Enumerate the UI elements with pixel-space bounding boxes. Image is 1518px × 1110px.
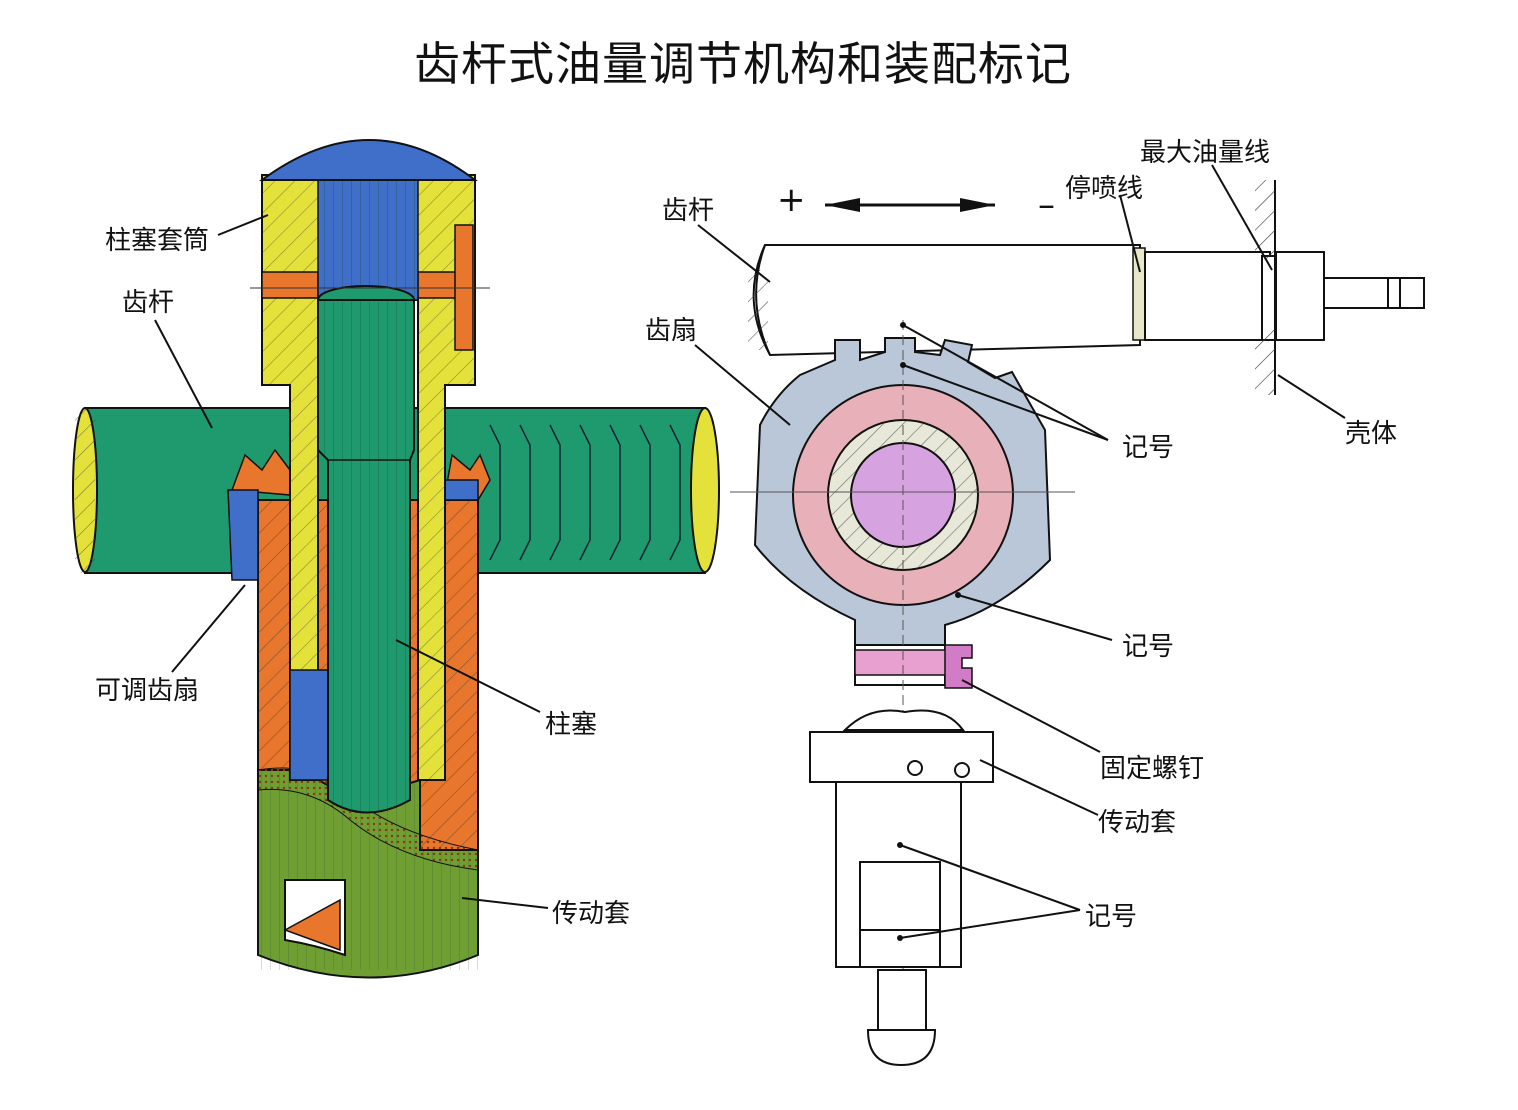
plunger bbox=[317, 285, 415, 814]
right-leaders bbox=[694, 164, 1346, 939]
label-rack-left: 齿杆 bbox=[122, 288, 175, 318]
label-housing: 壳体 bbox=[1345, 419, 1398, 449]
right-rack bbox=[748, 180, 1425, 395]
label-stop-line: 停喷线 bbox=[1065, 174, 1144, 204]
label-sector: 齿扇 bbox=[645, 316, 698, 346]
left-leaders bbox=[154, 214, 549, 909]
label-plus: + bbox=[777, 180, 806, 220]
label-drive-sleeve-left: 传动套 bbox=[552, 899, 631, 929]
label-adjustable-sector: 可调齿扇 bbox=[95, 676, 200, 706]
label-minus: – bbox=[1038, 185, 1055, 225]
label-rack-right: 齿杆 bbox=[662, 196, 715, 226]
label-plunger: 柱塞 bbox=[545, 710, 598, 740]
label-fixing-screw: 固定螺钉 bbox=[1100, 754, 1205, 784]
label-mark-1: 记号 bbox=[1122, 433, 1175, 463]
label-mark-3: 记号 bbox=[1085, 902, 1138, 932]
label-drive-sleeve-right: 传动套 bbox=[1098, 808, 1177, 838]
right-drive-sleeve bbox=[809, 709, 994, 1067]
label-max-fuel-line: 最大油量线 bbox=[1140, 138, 1271, 168]
label-mark-2: 记号 bbox=[1122, 632, 1175, 662]
page-title: 齿杆式油量调节机构和装配标记 bbox=[414, 37, 1072, 91]
left-cutaway bbox=[72, 139, 720, 979]
right-sector bbox=[730, 320, 1075, 1030]
label-plunger-sleeve: 柱塞套筒 bbox=[105, 226, 210, 256]
barrel-cap bbox=[258, 139, 478, 181]
